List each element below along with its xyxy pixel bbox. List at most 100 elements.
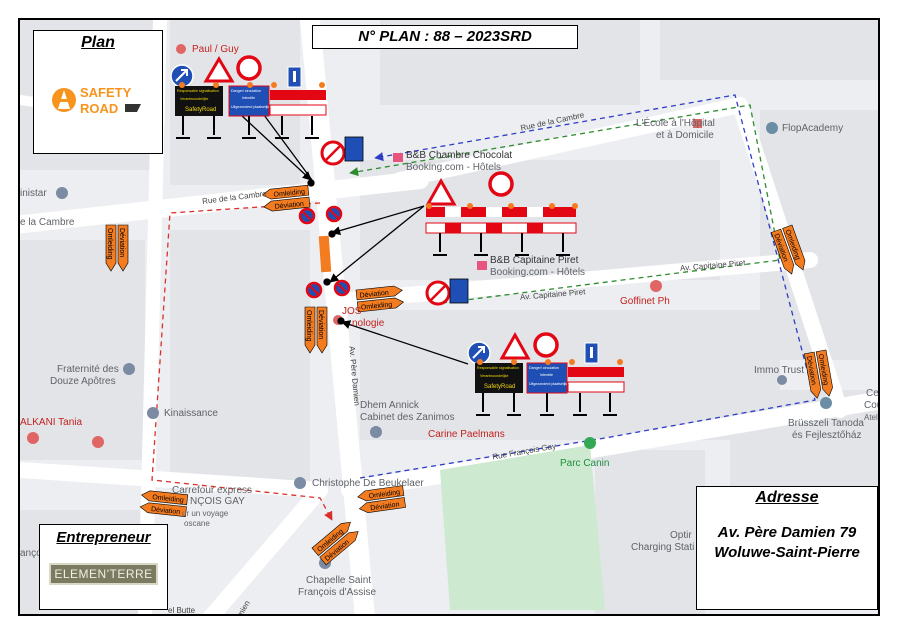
- label-kinaissance: Kinaissance: [164, 408, 218, 419]
- label-nologie: nologie: [352, 318, 385, 329]
- detour-route-blue: [359, 94, 816, 479]
- no-parking-signs: [298, 205, 351, 299]
- panel-text: SafetyRoad: [185, 107, 216, 113]
- sign-panel-texts: Responsable signalisation Verantwoordeli…: [177, 89, 581, 390]
- label-ancois: ançois: [20, 548, 49, 559]
- pin-immo: [777, 375, 787, 385]
- label-chapelle-1: Chapelle Saint: [306, 575, 372, 586]
- label-jos: JOS: [342, 306, 362, 317]
- label-goffinet: Goffinet Ph: [620, 296, 670, 307]
- label-carrefour-1: Carrefour express: [172, 485, 253, 496]
- detour-label: Déviation: [275, 201, 305, 211]
- pin-dhem: [370, 426, 382, 438]
- street-map: Omleiding Déviation Déviation Omleiding …: [20, 20, 878, 614]
- sign-set-middle: [425, 171, 578, 256]
- label-charging: Charging Stati: [631, 542, 695, 553]
- sign-set-top: [170, 55, 327, 139]
- panel-text: Interdite: [540, 373, 553, 377]
- detour-label: Déviation: [370, 501, 400, 512]
- work-zone: [318, 235, 332, 273]
- panel-text: Verantwoordelijke: [180, 97, 208, 101]
- sign-set-bottom: [467, 331, 625, 416]
- detour-route-red: [151, 202, 333, 521]
- label-parc: Parc Canin: [560, 458, 610, 469]
- detour-label: Déviation: [151, 506, 181, 516]
- plan-number: N° PLAN : 88 – 2023SRD: [312, 25, 578, 49]
- address-box: Adresse Av. Père Damien 79 Woluwe-Saint-…: [696, 486, 878, 610]
- detour-label: Déviation: [805, 356, 817, 386]
- label-bb-chocolat: B&B Chambre Chocolat: [406, 150, 513, 161]
- pointer-arrows: [240, 114, 469, 365]
- address-line-1: Av. Père Damien 79: [717, 524, 857, 541]
- detour-sign-4: Déviation Omleiding: [304, 306, 328, 354]
- label-la-cambre: e la Cambre: [20, 217, 75, 228]
- panel-text: Interdite: [242, 96, 255, 100]
- pin-ecole: [693, 119, 702, 128]
- logo-text-road: ROAD: [80, 101, 118, 116]
- label-christophe: Christophe De Beukelaer: [312, 478, 424, 489]
- pin-parc: [584, 437, 596, 449]
- no-entry-signs: [320, 136, 469, 306]
- detour-label: Déviation: [118, 228, 125, 257]
- elementerre-logo: ELEMEN'TERRE: [49, 563, 158, 585]
- panel-text: Danger! circulation: [529, 366, 559, 370]
- pin-kinaissance: [147, 407, 159, 419]
- label-ateli: Ateli: [864, 413, 880, 422]
- pin-flop: [766, 122, 778, 134]
- panel-text: Uitgezonderd plaatselijk verkeer: [231, 105, 283, 109]
- pin-bb-chocolat: [393, 153, 403, 162]
- label-ecole-2: et à Domicile: [656, 130, 714, 141]
- detour-label: Omleiding: [305, 310, 312, 342]
- contractor-title: Entrepreneur: [56, 529, 151, 546]
- label-ce: Ce: [866, 388, 879, 399]
- pin-alkani: [27, 432, 39, 444]
- label-booking-2: Booking.com - Hôtels: [490, 267, 586, 278]
- detour-label: Omleiding: [361, 301, 393, 311]
- label-bb-piret: B&B Capitaine Piret: [490, 255, 579, 266]
- contractor-box: Entrepreneur ELEMEN'TERRE: [39, 524, 168, 610]
- label-carrefour-3: ur un voyage: [182, 509, 229, 518]
- park-area: [440, 445, 605, 610]
- label-immo: Immo Trust: [754, 365, 805, 376]
- label-opti: Optir: [670, 530, 692, 541]
- panel-text: Uitgezonderd plaatselijk verkeer: [529, 382, 581, 386]
- plan-title: Plan: [81, 34, 115, 51]
- panel-text: Verantwoordelijke: [480, 374, 508, 378]
- label-ecole-1: L'École à l'Hôpital: [636, 118, 715, 129]
- detour-label: Omleiding: [106, 228, 113, 260]
- panel-text: SafetyRoad: [484, 384, 515, 390]
- panel-text: Responsable signalisation: [477, 366, 519, 370]
- address-title: Adresse: [755, 489, 819, 506]
- panel-text: Danger! circulation: [231, 89, 261, 93]
- plan-box: Plan SAFETY ROAD: [33, 30, 163, 154]
- panel-text: Responsable signalisation: [177, 89, 219, 93]
- detour-signs: Omleiding Déviation Déviation Omleiding …: [105, 184, 833, 566]
- label-cou: Cou: [864, 400, 878, 411]
- label-dhem-1: Dhem Annick: [360, 400, 419, 411]
- pin-fraternite: [123, 363, 135, 375]
- pin-paul-guy: [176, 44, 186, 54]
- label-paul-guy: Paul / Guy: [192, 44, 239, 55]
- detour-sign-7: Omleiding Déviation: [139, 490, 189, 518]
- pin-bb-piret: [477, 261, 487, 270]
- detour-label: Déviation: [359, 290, 389, 300]
- label-fraternite-2: Douze Apôtres: [50, 376, 116, 387]
- pin-brusszeli: [820, 397, 832, 409]
- label-chapelle-2: François d'Assise: [298, 587, 377, 598]
- label-fraternite-1: Fraternité des: [57, 364, 119, 375]
- label-ministar: inistar: [20, 188, 47, 199]
- detour-label: Omleiding: [368, 489, 400, 500]
- pin-christophe: [294, 477, 306, 489]
- label-brusszeli-2: és Fejlesztőház: [792, 430, 862, 441]
- detour-sign-2: Déviation Omleiding: [105, 224, 129, 272]
- detour-label: Déviation: [317, 310, 324, 339]
- label-brusszeli-1: Brüsszeli Tanoda: [788, 418, 864, 429]
- pin-goffinet: [650, 280, 662, 292]
- label-flop: FlopAcademy: [782, 123, 844, 134]
- detour-sign-3: Déviation Omleiding: [355, 285, 405, 313]
- detour-sign-1: Omleiding Déviation: [261, 184, 311, 212]
- label-carine: Carine Paelmans: [428, 429, 505, 440]
- label-carrefour-4: oscane: [184, 519, 210, 528]
- pin-ministar: [56, 187, 68, 199]
- plan-frame: Omleiding Déviation Déviation Omleiding …: [18, 18, 880, 616]
